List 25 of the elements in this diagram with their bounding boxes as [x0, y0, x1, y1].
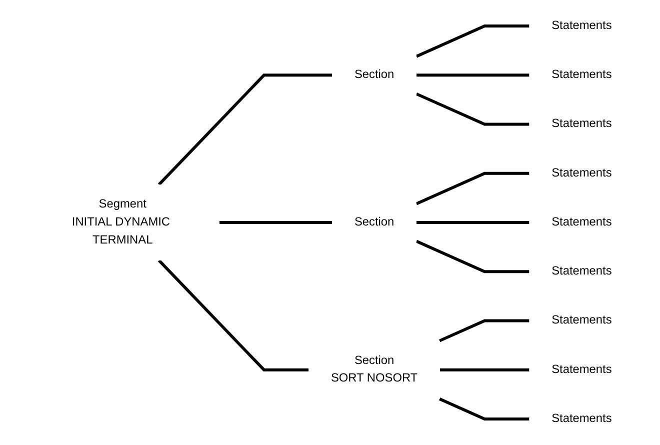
node-text: Statements: [552, 314, 612, 327]
node-text: Section SORT NOSORT: [330, 354, 418, 385]
node-text: Statements: [552, 118, 612, 130]
connector: [219, 221, 332, 224]
connector: [416, 172, 530, 206]
connector: [438, 398, 530, 420]
connector: [158, 74, 332, 186]
connector: [438, 319, 530, 342]
node-text: Section: [354, 68, 394, 82]
connector: [440, 368, 530, 372]
node-text: Statements: [552, 166, 612, 180]
node-text: Statements: [552, 363, 612, 376]
node-text: Statements: [552, 412, 612, 425]
node-text: Segment INITIAL DYNAMIC TERMINAL: [72, 198, 170, 246]
connector: [416, 74, 530, 77]
node-text: Section: [354, 216, 394, 228]
node-text: Statements: [552, 264, 612, 278]
connector: [416, 92, 530, 126]
node-text: Statements: [552, 19, 612, 32]
connector: [416, 24, 530, 58]
node-text: Statements: [552, 68, 612, 82]
connector: [416, 221, 530, 224]
connector: [158, 259, 309, 372]
connector: [416, 240, 530, 274]
node-text: Statements: [552, 216, 612, 228]
